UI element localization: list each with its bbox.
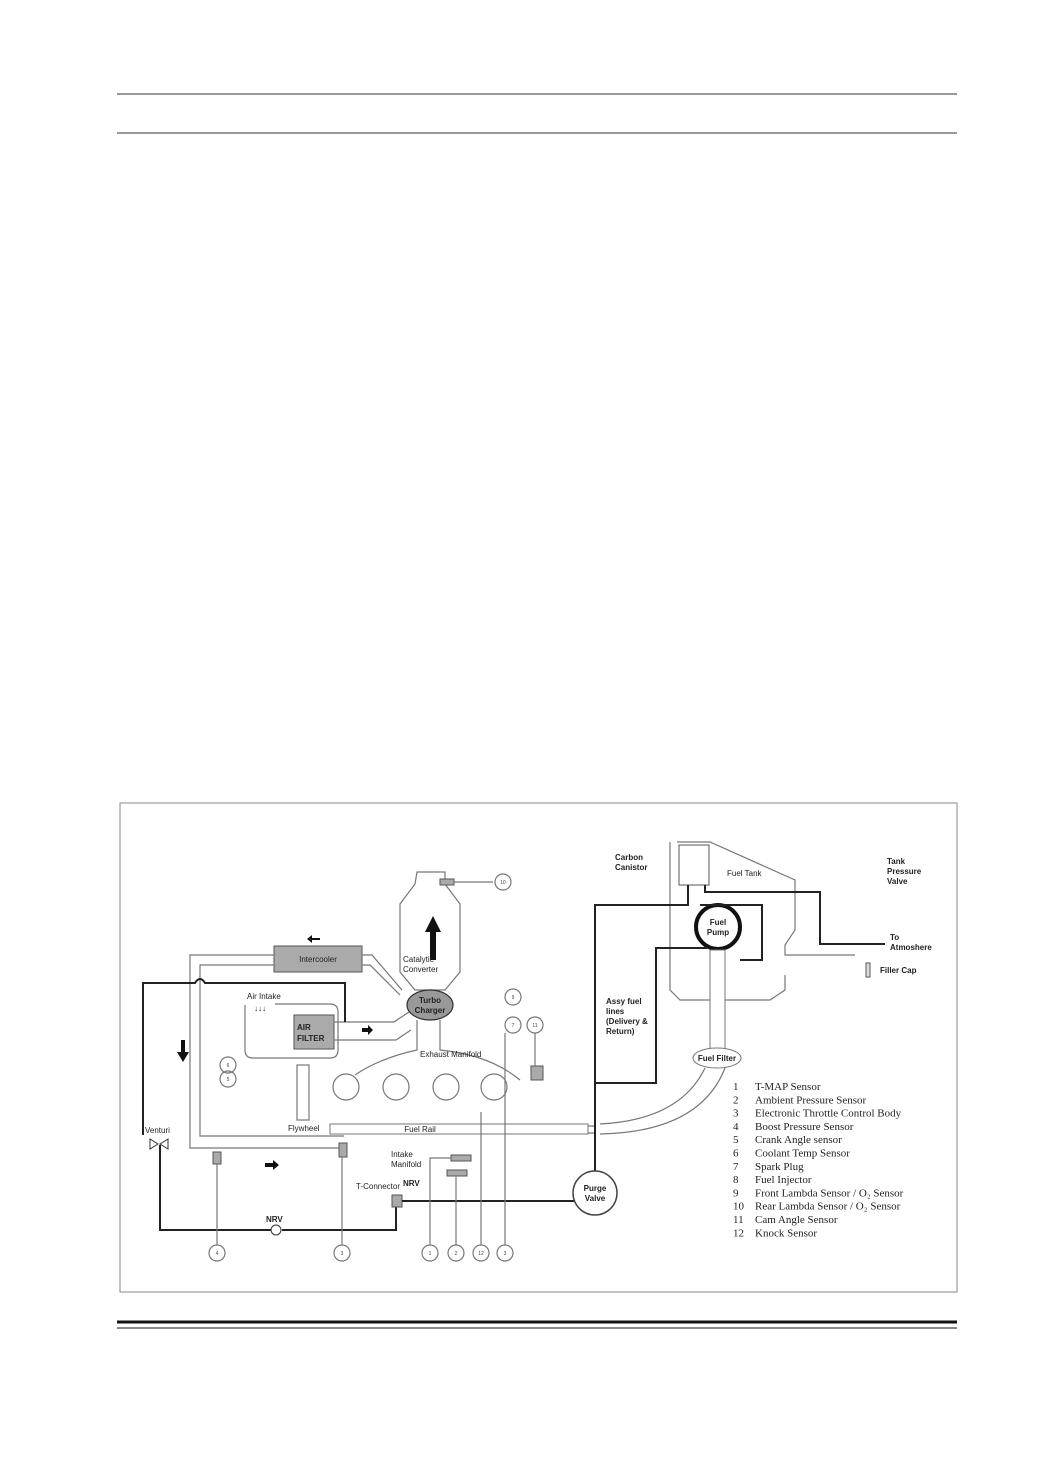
engine-diagram: Catalytic Converter Intercooler Turbo Ch… [119,802,958,1293]
svg-text:Return): Return) [606,1027,635,1036]
svg-text:Valve: Valve [585,1194,606,1203]
legend-number: 4 [733,1121,739,1133]
svg-text:2: 2 [455,1251,458,1257]
svg-text:Purge: Purge [584,1184,607,1193]
svg-text:11: 11 [532,1023,537,1029]
svg-text:Air Intake: Air Intake [247,992,281,1001]
legend-number: 11 [733,1214,744,1226]
svg-text:Fuel Rail: Fuel Rail [404,1125,436,1134]
sensor-legend: 1 T-MAP Sensor 2 Ambient Pressure Sensor 3 El… [733,1081,904,1239]
svg-text:Charger: Charger [415,1006,446,1015]
diagram-frame [119,802,958,1293]
air-filter: Air Intake ↓↓↓ AIR FILTER [244,992,412,1059]
svg-text:Fuel: Fuel [710,918,726,927]
svg-text:To: To [890,933,899,942]
legend-number: 8 [733,1174,739,1186]
turbo-charger: Turbo Charger [406,989,454,1021]
legend-number: 12 [733,1227,744,1239]
fuel-system: Carbon Canistor Fuel Tank Tank Pressure … [572,841,932,1216]
svg-text:9: 9 [512,995,515,1001]
svg-text:Turbo: Turbo [419,996,441,1005]
svg-text:Tank: Tank [887,857,906,866]
svg-text:6: 6 [227,1063,230,1069]
legend-number: 1 [733,1081,739,1093]
legend-number: 3 [733,1108,739,1120]
svg-text:Flywheel: Flywheel [288,1124,320,1133]
svg-text:Intake: Intake [391,1150,413,1159]
svg-text:NRV: NRV [403,1179,420,1188]
engine-block: Exhaust Manifold Flywheel Fuel Rail [212,1020,595,1177]
svg-text:↓↓↓: ↓↓↓ [254,1004,266,1013]
svg-text:Carbon: Carbon [615,853,643,862]
svg-text:FILTER: FILTER [297,1034,325,1043]
svg-text:3: 3 [341,1251,344,1257]
svg-text:NRV: NRV [266,1215,283,1224]
svg-text:Exhaust Manifold: Exhaust Manifold [420,1050,481,1059]
intercooler: Intercooler [189,935,403,1149]
svg-text:Atmoshere: Atmoshere [890,943,932,952]
callouts: 10 9 7 11 6 5 4 3 1 2 12 3 [208,873,544,1262]
svg-text:Fuel Tank: Fuel Tank [727,869,763,878]
svg-text:Valve: Valve [887,877,908,886]
legend-number: 5 [733,1134,739,1146]
svg-text:4: 4 [216,1251,219,1257]
svg-text:Intercooler: Intercooler [299,955,337,964]
svg-text:10: 10 [500,880,506,886]
legend-number: 10 [733,1201,745,1213]
legend-number: 6 [733,1148,739,1160]
legend-label: Front Lambda Sensor / O₂ Sensor [755,1187,904,1199]
legend-label: Boost Pressure Sensor [755,1121,854,1133]
legend-label: Coolant Temp Sensor [755,1148,850,1160]
svg-text:Filler Cap: Filler Cap [880,966,917,975]
legend-label: Fuel Injector [755,1174,812,1186]
legend-number: 7 [733,1161,739,1173]
legend-number: 9 [733,1187,739,1199]
svg-text:(Delivery &: (Delivery & [606,1017,648,1026]
legend-label: Rear Lambda Sensor / O₂ Sensor [755,1201,901,1213]
svg-text:lines: lines [606,1007,625,1016]
svg-text:Assy fuel: Assy fuel [606,997,642,1006]
svg-text:Fuel Filter: Fuel Filter [698,1054,736,1063]
legend-label: Electronic Throttle Control Body [755,1108,902,1120]
svg-text:Converter: Converter [403,965,438,974]
legend-label: Knock Sensor [755,1227,817,1239]
svg-text:T-Connector: T-Connector [356,1182,400,1191]
svg-text:Pressure: Pressure [887,867,922,876]
svg-text:5: 5 [227,1077,230,1083]
legend-label: Crank Angle sensor [755,1134,842,1146]
svg-text:12: 12 [478,1251,484,1257]
svg-text:Manifold: Manifold [391,1160,421,1169]
svg-text:7: 7 [512,1023,515,1029]
svg-text:3: 3 [504,1251,507,1257]
legend-label: Spark Plug [755,1161,804,1173]
svg-text:Venturi: Venturi [145,1126,170,1135]
svg-text:Canistor: Canistor [615,863,647,872]
svg-text:Pump: Pump [707,928,729,937]
legend-label: T-MAP Sensor [755,1081,821,1093]
legend-label: Cam Angle Sensor [755,1214,838,1226]
legend-number: 2 [733,1094,739,1106]
legend-label: Ambient Pressure Sensor [755,1094,867,1106]
svg-text:1: 1 [429,1251,432,1257]
svg-text:Catalytic: Catalytic [403,955,434,964]
svg-text:AIR: AIR [297,1023,311,1032]
catalytic-converter: Catalytic Converter [399,871,493,991]
